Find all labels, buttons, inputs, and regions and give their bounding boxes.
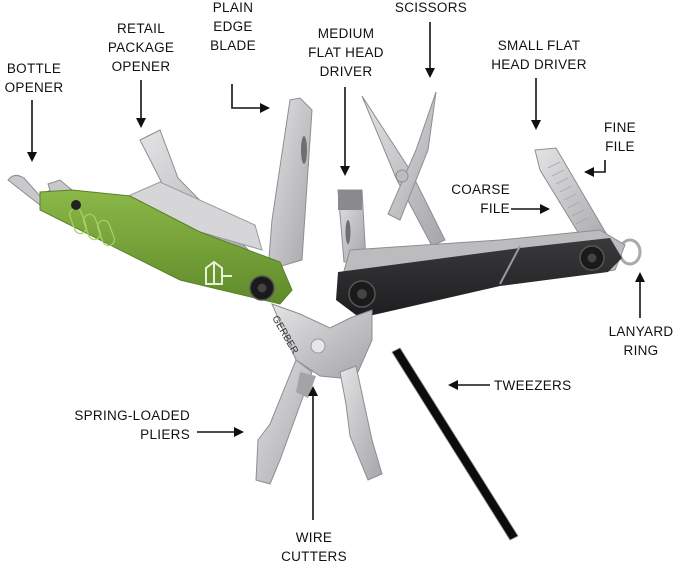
tweezers-tool — [391, 347, 519, 541]
label-wire-cutters: WIRE CUTTERS — [281, 530, 347, 564]
plain-edge-blade-tool — [267, 97, 313, 271]
label-lanyard-ring: LANYARD RING — [608, 324, 674, 358]
label-small-flat-head-driver: SMALL FLAT HEAD DRIVER — [491, 38, 587, 72]
label-fine-file: FINE FILE — [604, 120, 636, 154]
callout-arrows — [27, 22, 645, 520]
label-spring-loaded-pliers: SPRING-LOADED PLIERS — [74, 408, 190, 442]
label-plain-edge-blade: PLAIN EDGE BLADE — [210, 0, 256, 53]
label-scissors: SCISSORS — [394, 0, 468, 15]
medium-flat-head-driver-tool — [337, 189, 367, 263]
label-coarse-file: COARSE FILE — [451, 182, 510, 216]
green-handle — [7, 174, 293, 305]
scissors-tool — [361, 91, 446, 247]
label-bottle-opener: BOTTLE OPENER — [4, 61, 64, 95]
label-medium-flat-head-driver: MEDIUM FLAT HEAD DRIVER — [308, 26, 384, 79]
label-retail-package-opener: RETAIL PACKAGE OPENER — [107, 21, 175, 74]
label-tweezers: TWEEZERS — [494, 378, 572, 393]
black-handle — [336, 229, 626, 318]
file-driver-tool — [534, 147, 611, 253]
pliers-tool: GERBER — [255, 303, 383, 485]
